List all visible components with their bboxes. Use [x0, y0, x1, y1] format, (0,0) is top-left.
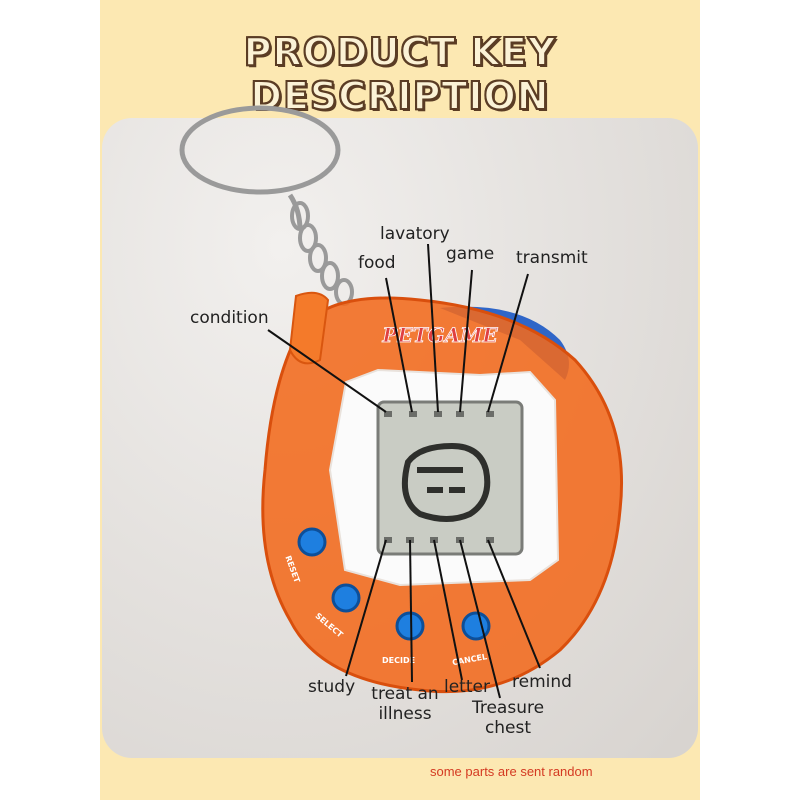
label-food: food	[358, 253, 396, 273]
device-buttons	[297, 527, 491, 641]
brand-logo: PETGAME	[381, 323, 498, 347]
leader-transmit	[487, 273, 529, 413]
leader-food	[385, 277, 413, 413]
label-lavatory: lavatory	[380, 224, 450, 244]
lcd-top-icons	[384, 411, 494, 417]
label-letter: letter	[444, 677, 490, 697]
leader-remind	[487, 539, 541, 669]
leader-game	[459, 269, 473, 413]
label-study: study	[308, 677, 356, 697]
decide-label: DECIDE	[382, 656, 415, 665]
device-back-blue	[440, 306, 569, 380]
leader-study	[345, 539, 387, 677]
label-treat-an-illness: treat an illness	[371, 684, 439, 724]
leader-condition	[267, 329, 387, 413]
label-transmit: transmit	[516, 248, 588, 268]
leader-lavatory	[427, 243, 439, 413]
select-button	[331, 583, 361, 613]
reset-button	[297, 527, 327, 557]
label-game: game	[446, 244, 495, 264]
device-antenna	[288, 291, 330, 365]
page-title: PRODUCT KEY DESCRIPTION	[243, 29, 557, 119]
pixel-pet-sprite	[402, 442, 491, 522]
leader-letter	[433, 539, 463, 681]
leader-lines	[267, 243, 541, 699]
label-treasure-chest: Treasure chest	[471, 698, 545, 738]
footnote: some parts are sent random	[430, 764, 593, 779]
keyring	[179, 105, 354, 306]
decide-button	[395, 611, 425, 641]
leader-treat	[409, 539, 413, 683]
label-condition: condition	[190, 308, 269, 328]
lcd-screen	[376, 400, 524, 556]
leader-treasure	[459, 539, 501, 699]
label-remind: remind	[512, 672, 572, 692]
